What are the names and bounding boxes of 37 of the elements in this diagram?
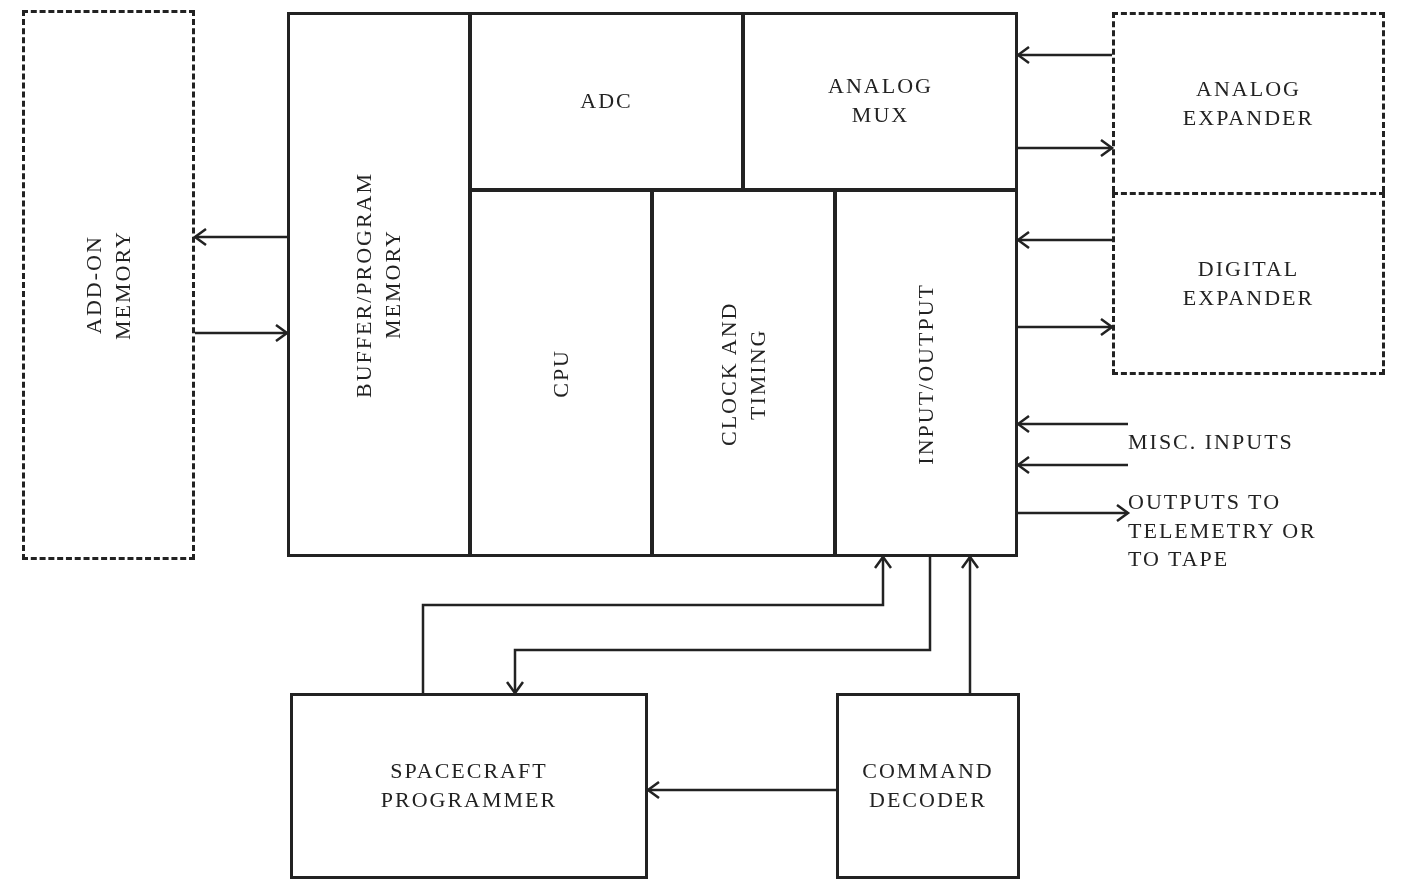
arrow — [1018, 138, 1114, 158]
arrow — [1016, 455, 1128, 475]
arrow — [646, 780, 836, 800]
block-label: ANALOG MUX — [827, 72, 934, 129]
block-label: ADC — [580, 86, 633, 115]
input-label: MISC. INPUTS — [1128, 427, 1294, 456]
arrow — [1018, 503, 1130, 523]
arrow — [1016, 414, 1128, 434]
programmer-box — [290, 693, 648, 879]
block-label: DIGITAL EXPANDER — [1181, 254, 1316, 312]
arrow — [960, 555, 980, 693]
output-label: OUTPUTS TO TELEMETRY OR TO TAPE — [1128, 488, 1318, 574]
block-label: INPUT/OUTPUT — [912, 282, 940, 465]
block-label: ADD-ON MEMORY — [79, 229, 136, 342]
block-label: COMMAND DECODER — [861, 757, 995, 814]
processor-block — [470, 190, 652, 557]
clock-block — [652, 190, 835, 557]
block-label: CLOCK AND TIMING — [714, 300, 771, 448]
arrow — [193, 227, 287, 247]
arrow — [1016, 45, 1112, 65]
arrow — [195, 323, 289, 343]
arrow — [421, 555, 893, 693]
multiplexer-block — [743, 12, 1018, 190]
expander-box — [1112, 12, 1385, 192]
io-block — [835, 190, 1018, 557]
block-label: SPACECRAFT PROGRAMMER — [379, 757, 559, 814]
block-label: BUFFER/PROGRAM MEMORY — [349, 170, 406, 400]
expander-box — [1112, 192, 1385, 375]
memory-box — [22, 10, 195, 560]
converter-block — [470, 12, 743, 190]
arrow — [1018, 317, 1114, 337]
decoder-box — [836, 693, 1020, 879]
block-label: CPU — [546, 349, 574, 398]
unit-frame — [287, 12, 1018, 557]
arrow — [1016, 230, 1112, 250]
arrow — [505, 557, 932, 695]
block-label: ANALOG EXPANDER — [1181, 74, 1316, 132]
